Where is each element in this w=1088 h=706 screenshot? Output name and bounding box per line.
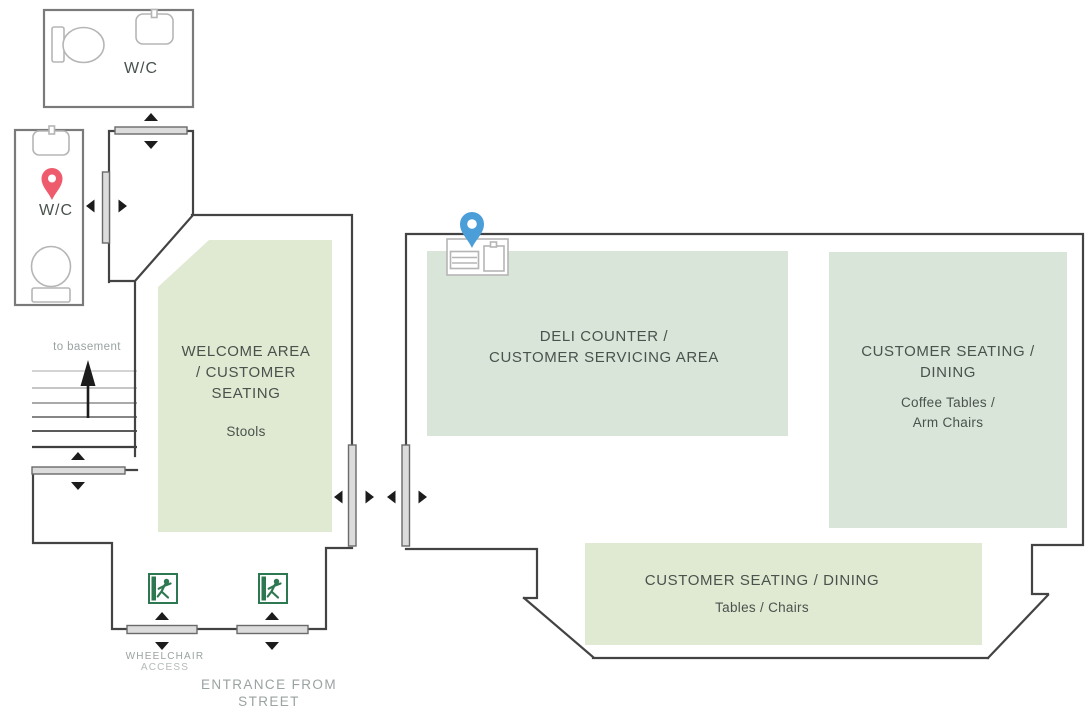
door-wheelchair-access — [126, 612, 198, 650]
sink-icon — [135, 8, 174, 45]
door-welcome-right — [334, 444, 374, 547]
dining-lounge-label: CUSTOMER SEATING / DINING — [861, 341, 1035, 383]
door-street-entrance — [236, 612, 309, 650]
wc-room-top — [42, 8, 195, 109]
area-welcome-seating — [158, 240, 332, 532]
dining-main-label: CUSTOMER SEATING / DINING — [644, 572, 880, 589]
door-deli-left — [387, 444, 427, 547]
welcome-area-line3: SEATING — [211, 385, 281, 402]
dining-lounge-line1: CUSTOMER SEATING / — [861, 343, 1035, 360]
wheelchair-access-line2: ACCESS — [140, 662, 190, 673]
wc-left-label: W/C — [38, 202, 74, 219]
welcome-furniture-label: Stools — [226, 424, 266, 439]
entrance-line2: STREET — [238, 694, 300, 706]
entrance-from-street-label: ENTRANCE FROM STREET — [201, 676, 337, 706]
dining-lounge-furniture-line2: Arm Chairs — [912, 415, 984, 430]
wc-top-label: W/C — [123, 60, 159, 77]
welcome-area-line2: / CUSTOMER — [196, 364, 296, 381]
to-basement-label: to basement — [53, 341, 121, 353]
door-wc-top — [114, 113, 188, 149]
area-deli-counter — [427, 251, 788, 436]
door-basement-stairs — [31, 452, 126, 490]
wheelchair-access-label: WHEELCHAIR ACCESS — [126, 651, 205, 673]
exit-running-man-icon — [148, 573, 178, 604]
welcome-area-line1: WELCOME AREA — [181, 343, 311, 360]
deli-counter-line2: CUSTOMER SERVICING AREA — [489, 349, 719, 366]
dining-lounge-furniture-label: Coffee Tables / Arm Chairs — [901, 393, 995, 433]
door-wc-left — [86, 171, 127, 244]
building-outline-right — [404, 232, 1085, 660]
area-dining-lounge — [829, 252, 1067, 528]
area-dining-main — [585, 543, 982, 645]
exit-running-man-icon — [258, 573, 288, 604]
dining-main-furniture-label: Tables / Chairs — [715, 600, 809, 615]
dining-lounge-furniture-line1: Coffee Tables / — [900, 395, 996, 410]
stairs — [32, 370, 137, 449]
sink-icon — [32, 125, 70, 156]
dining-lounge-line2: DINING — [919, 364, 977, 381]
toilet-icon — [51, 26, 105, 64]
cash-register-icon — [446, 238, 509, 276]
deli-counter-label: DELI COUNTER / CUSTOMER SERVICING AREA — [489, 326, 719, 368]
wheelchair-access-line1: WHEELCHAIR — [125, 651, 205, 662]
location-pin-icon[interactable] — [41, 168, 63, 200]
entrance-line1: ENTRANCE FROM — [201, 677, 337, 692]
up-arrow-icon — [80, 360, 96, 418]
toilet-icon — [30, 245, 72, 303]
location-pin-icon[interactable] — [460, 212, 484, 248]
wc-room-left — [13, 125, 85, 307]
building-outline-left — [31, 129, 354, 631]
deli-counter-line1: DELI COUNTER / — [539, 328, 669, 345]
welcome-area-label: WELCOME AREA / CUSTOMER SEATING — [182, 341, 311, 404]
